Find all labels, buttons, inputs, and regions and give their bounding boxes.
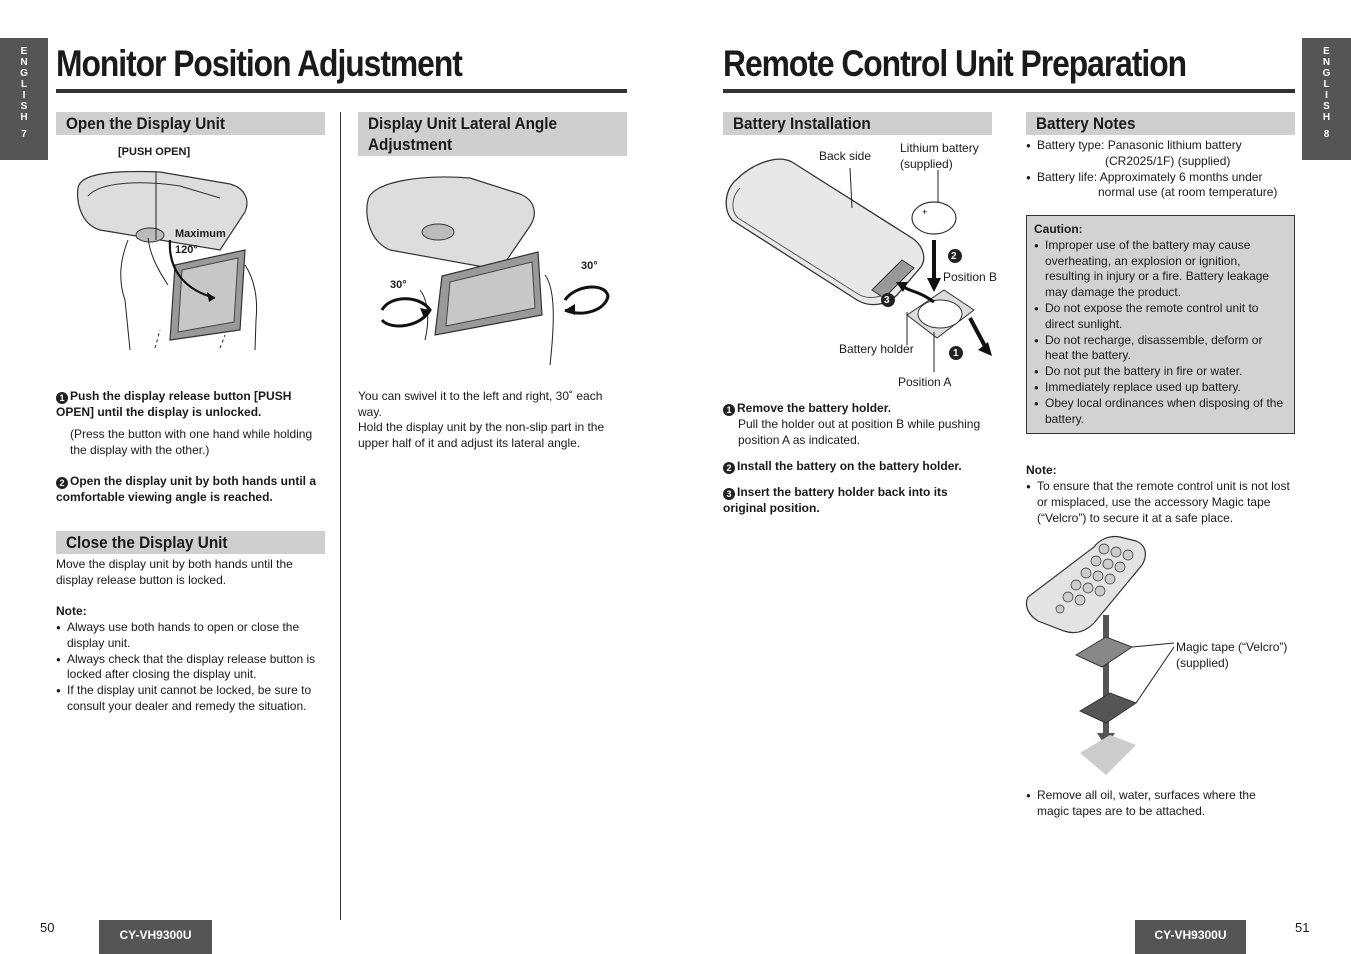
battery-life-item: Battery life: Approximately 6 months und…: [1026, 170, 1296, 202]
lateral-text-2: Hold the display unit by the non-slip pa…: [358, 420, 605, 450]
step-number-icon: 1: [56, 392, 68, 404]
max-angle-label-2: 120°: [175, 244, 198, 256]
magic-tape-label-2: (supplied): [1176, 656, 1229, 670]
svg-text:+: +: [922, 207, 927, 217]
left-page-title: Monitor Position Adjustment: [56, 43, 463, 84]
list-item: Always use both hands to open or close t…: [56, 620, 316, 652]
caution-list: Improper use of the battery may cause ov…: [1034, 238, 1287, 428]
marker-1: 1: [953, 348, 959, 359]
close-notes-list: Always use both hands to open or close t…: [56, 620, 316, 715]
right-title-rule: [723, 89, 1295, 93]
left-language-tab: E N G L I S H 7: [0, 38, 48, 160]
magic-tape-label-1: Magic tape (“Velcro”): [1176, 640, 1288, 654]
battery-type-item: Battery type: Panasonic lithium battery(…: [1026, 138, 1296, 170]
left-page-number: 50: [40, 920, 55, 935]
battery-holder-label: Battery holder: [839, 342, 914, 356]
battery-spec-list: Battery type: Panasonic lithium battery(…: [1026, 138, 1296, 201]
list-item: Remove all oil, water, surfaces where th…: [1026, 788, 1291, 820]
right-page-number: 51: [1295, 920, 1310, 935]
left-language-letters: E N G L I S H: [20, 46, 28, 123]
battery-notes-heading: Battery Notes: [1026, 112, 1295, 135]
left-tab-page: 7: [21, 129, 27, 140]
push-open-label: [PUSH OPEN]: [118, 146, 191, 158]
lithium-battery-label-1: Lithium battery: [900, 141, 979, 155]
lateral-angle-left: 30°: [390, 279, 407, 291]
lateral-angle-illustration: [366, 176, 610, 366]
list-item: If the display unit cannot be locked, be…: [56, 683, 316, 715]
magic-tape-illustration: [1025, 535, 1175, 775]
marker-2: 2: [951, 251, 957, 262]
position-b-label: Position B: [943, 270, 998, 284]
battery-install-heading: Battery Installation: [723, 112, 992, 135]
list-item: Obey local ordinances when disposing of …: [1034, 396, 1287, 428]
lateral-angle-right: 30°: [581, 260, 598, 272]
right-language-tab: E N G L I S H 8: [1302, 38, 1351, 160]
lateral-angle-heading: Display Unit Lateral Angle Adjustment: [358, 112, 627, 156]
list-item: Improper use of the battery may cause ov…: [1034, 238, 1287, 301]
right-page-title: Remote Control Unit Preparation: [723, 43, 1187, 84]
velcro-note-list: To ensure that the remote control unit i…: [1026, 479, 1291, 526]
install-step-1-text: Pull the holder out at position B while …: [738, 417, 981, 447]
step-number-icon: 1: [723, 404, 735, 416]
list-item: Always check that the display release bu…: [56, 652, 316, 684]
open-step-1-note: (Press the button with one hand while ho…: [70, 427, 313, 457]
step-number-icon: 2: [723, 462, 735, 474]
left-title-rule: [56, 89, 627, 93]
marker-3: 3: [884, 295, 890, 306]
step-number-icon: 2: [56, 477, 68, 489]
right-language-letters: E N G L I S H: [1322, 46, 1331, 123]
lateral-text-1: You can swivel it to the left and right,…: [358, 389, 603, 419]
step-number-icon: 3: [723, 488, 735, 500]
list-item: Immediately replace used up battery.: [1034, 380, 1287, 396]
lithium-battery-label-2: (supplied): [900, 157, 953, 171]
close-display-text: Move the display unit by both hands unti…: [56, 557, 293, 587]
max-angle-label-1: Maximum: [175, 228, 226, 240]
caution-label: Caution:: [1034, 222, 1083, 236]
left-model-badge: CY-VH9300U: [99, 920, 212, 954]
battery-install-illustration: +: [725, 158, 992, 372]
back-side-label: Back side: [819, 149, 872, 163]
open-display-illustration: [76, 170, 258, 351]
right-model-badge: CY-VH9300U: [1135, 920, 1246, 954]
right-tab-page: 8: [1323, 129, 1330, 140]
caution-box: Caution: Improper use of the battery may…: [1026, 215, 1295, 434]
remove-oil-note: Remove all oil, water, surfaces where th…: [1026, 788, 1291, 820]
close-display-heading: Close the Display Unit: [56, 531, 325, 554]
list-item: Do not expose the remote control unit to…: [1034, 301, 1287, 333]
close-note-label: Note:: [56, 604, 87, 618]
position-a-label: Position A: [898, 375, 952, 389]
list-item: Do not recharge, disassemble, deform or …: [1034, 333, 1287, 365]
open-display-heading: Open the Display Unit: [56, 112, 325, 135]
list-item: To ensure that the remote control unit i…: [1026, 479, 1291, 526]
column-divider: [340, 112, 341, 920]
list-item: Do not put the battery in fire or water.: [1034, 364, 1287, 380]
velcro-note-label: Note:: [1026, 463, 1057, 477]
